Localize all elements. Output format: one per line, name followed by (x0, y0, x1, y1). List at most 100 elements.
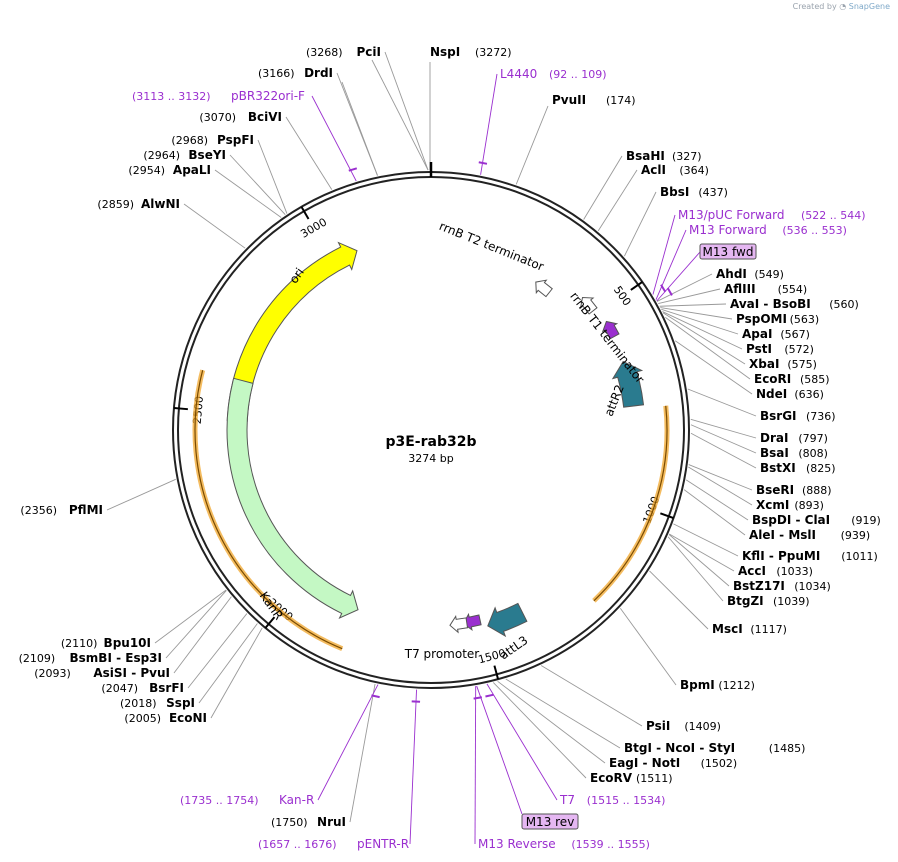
enzyme-ecorv[interactable]: EcoRV(1511) (590, 771, 673, 785)
enzyme-econi[interactable]: EcoNI(2005) (124, 711, 207, 725)
primer-pbr322ori-f[interactable]: (3113 .. 3132)pBR322ori-F (132, 89, 305, 103)
enzyme-acli[interactable]: AclI (364) (641, 163, 709, 177)
enzyme-position: (2093) (34, 667, 71, 680)
enzyme-afliii[interactable]: AflIII(554) (724, 282, 807, 296)
enzyme-xcmi[interactable]: XcmI (893) (756, 498, 824, 512)
enzyme-asisi-pvui[interactable]: AsiSI - PvuI (2093) (34, 666, 170, 680)
enzyme-bpu10i[interactable]: Bpu10I(2110) (61, 636, 151, 650)
leader-line (165, 590, 227, 659)
feature-attr2 (611, 360, 645, 408)
enzyme-apali[interactable]: ApaLI(2954) (128, 163, 211, 177)
primer-m13-forward[interactable]: M13 Forward(536 .. 553) (689, 223, 847, 237)
enzyme-name: EagI - NotI (609, 756, 680, 770)
enzyme-apai[interactable]: ApaI(567) (742, 327, 810, 341)
plasmid-length: 3274 bp (408, 452, 453, 465)
enzyme-pflmi[interactable]: PflMI(2356) (20, 503, 103, 517)
enzyme-position: (1033) (776, 565, 813, 578)
leader-line (665, 316, 751, 380)
enzyme-xbai[interactable]: XbaI(575) (749, 357, 817, 371)
enzyme-bcivi[interactable]: BciVI(3070) (199, 110, 282, 124)
enzyme-bsrgi[interactable]: BsrGI(736) (760, 409, 836, 423)
primer-l4440[interactable]: L4440(92 .. 109) (500, 67, 607, 81)
enzyme-psii[interactable]: PsiI(1409) (646, 719, 721, 733)
enzyme-bsrfi[interactable]: BsrFI(2047) (101, 681, 184, 695)
enzyme-drdi[interactable]: DrdI(3166) (258, 66, 333, 80)
enzyme-name: AvaI - BsoBI (730, 297, 811, 311)
enzyme-btgi-ncoi-styi[interactable]: BtgI - NcoI - StyI(1485) (624, 741, 805, 755)
primer-range: (92 .. 109) (549, 68, 607, 81)
tick-label: 3000 (298, 215, 329, 240)
primer-m13-puc-forward[interactable]: M13/pUC Forward(522 .. 544) (678, 208, 866, 222)
enzyme-bpmi[interactable]: BpmI(1212) (680, 678, 755, 692)
enzyme-name: AclI (641, 163, 666, 177)
enzyme-alwni[interactable]: AlwNI(2859) (97, 197, 180, 211)
enzyme-bsahi[interactable]: BsaHI(327) (626, 149, 702, 163)
enzyme-bspdi-clai[interactable]: BspDI - ClaI(919) (752, 513, 881, 527)
primer-m13-reverse[interactable]: M13 Reverse(1539 .. 1555) (478, 837, 650, 851)
enzyme-drai[interactable]: DraI(797) (760, 431, 828, 445)
enzyme-eagi-noti[interactable]: EagI - NotI (1502) (609, 756, 737, 770)
primer-name: pENTR-R (357, 837, 409, 851)
enzyme-alei-msli[interactable]: AleI - MslI(939) (749, 528, 870, 542)
primer-t7[interactable]: T7(1515 .. 1534) (559, 793, 665, 807)
enzyme-bseri[interactable]: BseRI(888) (756, 483, 832, 497)
enzyme-kfli-ppumi[interactable]: KflI - PpuMI(1011) (742, 549, 878, 563)
enzyme-position: (1502) (701, 757, 738, 770)
primer-name: pBR322ori-F (231, 89, 305, 103)
enzyme-bseyi[interactable]: BseYI(2964) (143, 148, 226, 162)
leader-line (349, 683, 376, 823)
primer-kan-r[interactable]: (1735 .. 1754)Kan-R (180, 793, 314, 807)
enzyme-acci[interactable]: AccI(1033) (738, 564, 813, 578)
enzyme-ecori[interactable]: EcoRI(585) (754, 372, 830, 386)
leader-line (688, 466, 753, 506)
enzyme-ahdi[interactable]: AhdI(549) (716, 267, 784, 281)
enzyme-sspi[interactable]: SspI(2018) (120, 696, 195, 710)
enzyme-name: BpmI (680, 678, 715, 692)
plasmid-name: p3E-rab32b (385, 434, 476, 450)
enzyme-bsai[interactable]: BsaI(808) (760, 446, 828, 460)
leader-line (497, 680, 606, 764)
enzyme-name: EcoRV (590, 771, 633, 785)
enzyme-psti[interactable]: PstI(572) (746, 342, 814, 356)
enzyme-name: ApaI (742, 327, 772, 341)
enzyme-name: BseRI (756, 483, 794, 497)
enzyme-pspfi[interactable]: PspFI(2968) (171, 133, 254, 147)
leader-line (656, 251, 701, 302)
enzyme-msci[interactable]: MscI(1117) (712, 622, 787, 636)
primer-range: (1515 .. 1534) (587, 794, 666, 807)
enzyme-name: NspI (430, 45, 460, 59)
orf-highlight-core (194, 370, 343, 650)
enzyme-pvuii[interactable]: PvuII(174) (552, 93, 636, 107)
leader-line (384, 51, 429, 171)
enzyme-name: PspFI (217, 133, 254, 147)
tick-mark (264, 616, 276, 629)
primer-range: (1735 .. 1754) (180, 794, 259, 807)
tick-mark (493, 665, 500, 680)
enzyme-nrui[interactable]: NruI(1750) (271, 815, 346, 829)
enzyme-btgzi[interactable]: BtgZI(1039) (727, 594, 810, 608)
enzyme-pspomi[interactable]: PspOMI(563) (736, 312, 819, 326)
enzyme-position: (3272) (475, 46, 512, 59)
primer-pentr-r[interactable]: (1657 .. 1676)pENTR-R (258, 837, 409, 851)
enzyme-bstz17i[interactable]: BstZ17I(1034) (733, 579, 831, 593)
enzyme-name: BsmBI - Esp3I (70, 651, 162, 665)
enzyme-name: XcmI (756, 498, 789, 512)
enzyme-position: (893) (794, 499, 824, 512)
feature-label-rrnb-t1: rrnB T1 terminator (567, 289, 647, 386)
enzyme-name: AsiSI - PvuI (93, 666, 170, 680)
enzyme-position: (2018) (120, 697, 157, 710)
primer-m13-fwd[interactable]: M13 fwd (699, 243, 757, 260)
enzyme-bstxi[interactable]: BstXI(825) (760, 461, 836, 475)
enzyme-position: (1011) (841, 550, 878, 563)
primer-m13-rev[interactable]: M13 rev (521, 813, 579, 830)
leader-line (669, 533, 735, 572)
enzyme-name: PspOMI (736, 312, 787, 326)
enzyme-bsmbi-esp3i[interactable]: BsmBI - Esp3I(2109) (19, 651, 162, 665)
enzyme-pcii[interactable]: PciI(3268) (306, 45, 381, 59)
enzyme-nspi[interactable]: NspI (3272) (430, 45, 512, 59)
enzyme-position: (364) (679, 164, 709, 177)
enzyme-ndei[interactable]: NdeI(636) (756, 387, 824, 401)
enzyme-position: (919) (851, 514, 881, 527)
enzyme-bbsi[interactable]: BbsI(437) (660, 185, 728, 199)
enzyme-avai-bsobi[interactable]: AvaI - BsoBI(560) (730, 297, 859, 311)
